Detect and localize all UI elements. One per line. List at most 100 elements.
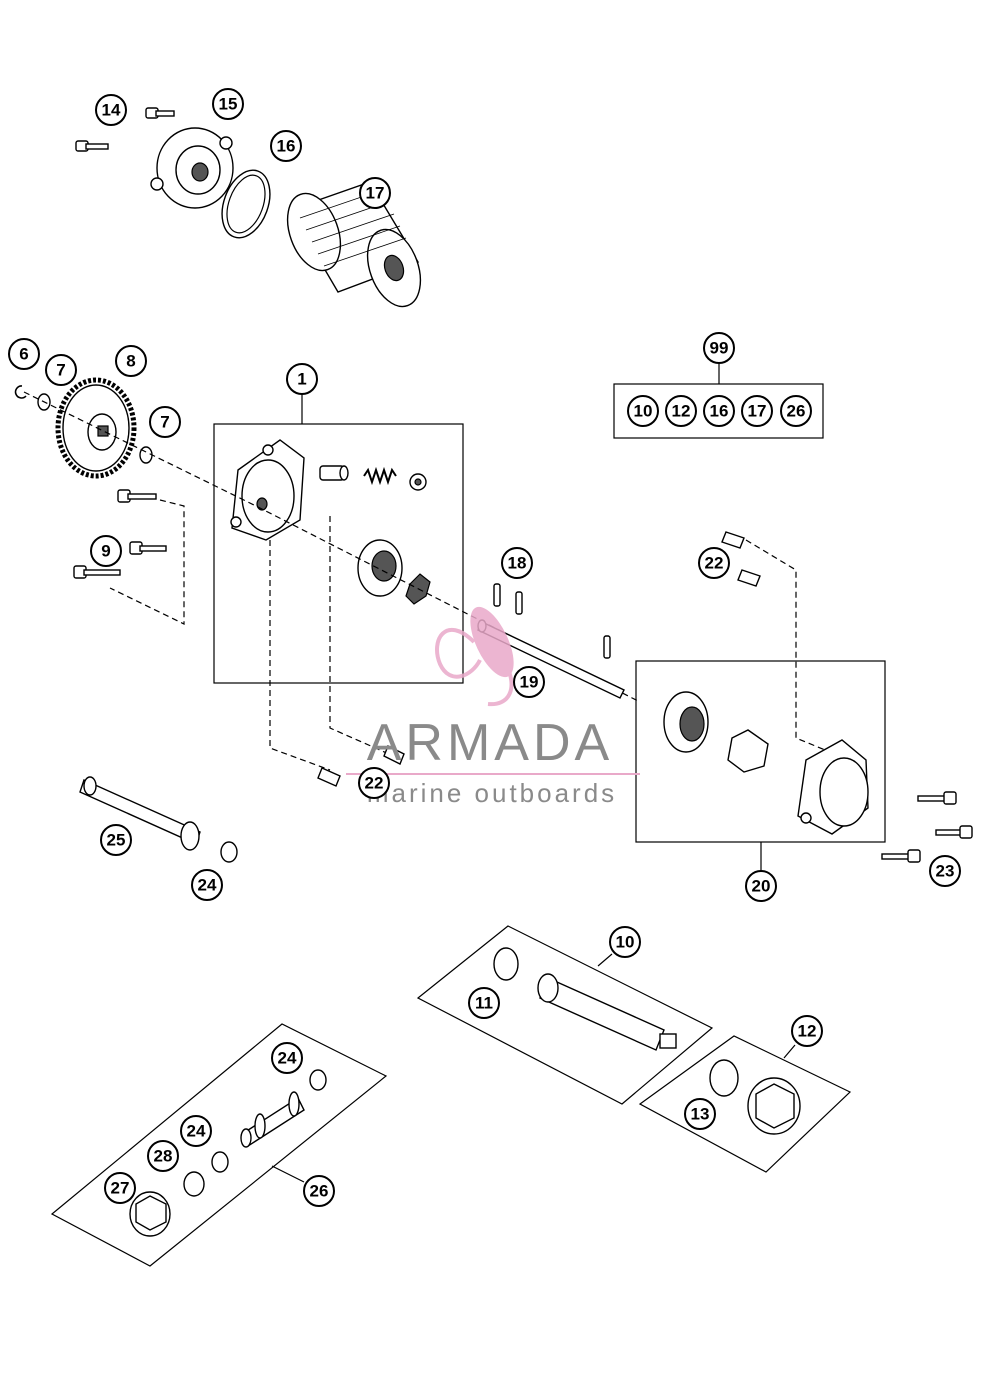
svg-text:8: 8 <box>126 352 135 371</box>
callout-6: 6 <box>8 338 40 370</box>
box-26 <box>50 1023 388 1267</box>
bolt-23b <box>935 825 973 839</box>
svg-text:11: 11 <box>475 994 493 1013</box>
bolt-14a <box>145 107 175 119</box>
filter-insert-10 <box>537 973 677 1051</box>
svg-text:16: 16 <box>710 402 729 421</box>
callout-11: 11 <box>468 987 500 1019</box>
callout-28: 28 <box>147 1140 179 1172</box>
o-ring-13 <box>709 1059 739 1097</box>
callout-20: 20 <box>745 870 777 902</box>
o-ring-24a <box>220 841 238 863</box>
watermark-tagline: marine outboards <box>367 778 617 808</box>
kit-99-item-2: 12 <box>665 395 697 427</box>
bolt-9b <box>129 541 167 555</box>
svg-text:28: 28 <box>154 1147 173 1166</box>
valve-piston <box>319 465 349 481</box>
bolt-23c <box>881 849 921 863</box>
callout-25: 25 <box>100 824 132 856</box>
valve-plug <box>409 473 427 491</box>
o-ring-11 <box>493 947 519 981</box>
callout-99: 99 <box>703 332 735 364</box>
callout-22a: 22 <box>698 547 730 579</box>
svg-text:12: 12 <box>798 1022 817 1041</box>
dowel-22c <box>721 531 745 549</box>
callout-9: 9 <box>90 535 122 567</box>
svg-text:26: 26 <box>310 1182 329 1201</box>
callout-1: 1 <box>286 363 318 395</box>
bolt-9c <box>73 565 121 579</box>
o-ring-16 <box>221 169 271 239</box>
pump-1-box <box>213 423 464 684</box>
callout-27: 27 <box>104 1172 136 1204</box>
svg-text:99: 99 <box>710 339 729 358</box>
outer-rotor-1 <box>357 539 403 597</box>
svg-text:18: 18 <box>508 554 527 573</box>
callout-7a: 7 <box>45 354 77 386</box>
svg-text:16: 16 <box>277 137 296 156</box>
callout-13: 13 <box>684 1098 716 1130</box>
callout-17: 17 <box>359 177 391 209</box>
box-12 <box>638 1035 852 1173</box>
kit-99-item-5: 26 <box>780 395 812 427</box>
svg-text:23: 23 <box>936 862 955 881</box>
svg-text:17: 17 <box>748 402 767 421</box>
callout-22b: 22 <box>358 767 390 799</box>
pump-housing <box>230 439 305 541</box>
dowel-22b <box>317 767 341 787</box>
svg-text:15: 15 <box>219 95 238 114</box>
kit-99-item-3: 16 <box>703 395 735 427</box>
pin-18b <box>515 591 523 615</box>
callout-16: 16 <box>270 130 302 162</box>
screw-plug-12 <box>747 1077 801 1135</box>
kit-99-item-4: 17 <box>741 395 773 427</box>
outer-rotor-20 <box>663 691 709 753</box>
svg-text:20: 20 <box>752 877 771 896</box>
callout-19: 19 <box>513 666 545 698</box>
svg-text:10: 10 <box>634 402 653 421</box>
dowel-22a <box>383 745 405 765</box>
circlip-6 <box>14 385 27 399</box>
callout-12: 12 <box>791 1015 823 1047</box>
svg-text:7: 7 <box>160 413 169 432</box>
filter-cover-15 <box>150 127 234 209</box>
kit-99-item-1: 10 <box>627 395 659 427</box>
callout-7b: 7 <box>149 406 181 438</box>
screen-26 <box>240 1091 305 1148</box>
box-10 <box>416 925 714 1105</box>
o-ring-24c <box>211 1151 229 1173</box>
pin-18c <box>603 635 611 659</box>
svg-text:25: 25 <box>107 831 126 850</box>
callout-18: 18 <box>501 547 533 579</box>
callout-23: 23 <box>929 855 961 887</box>
svg-text:24: 24 <box>198 876 217 895</box>
svg-text:12: 12 <box>672 402 691 421</box>
bolt-23a <box>917 791 957 805</box>
screw-plug-27 <box>129 1191 171 1237</box>
svg-text:26: 26 <box>787 402 806 421</box>
svg-text:1: 1 <box>297 370 306 389</box>
callout-10: 10 <box>609 926 641 958</box>
svg-text:24: 24 <box>187 1122 206 1141</box>
svg-text:22: 22 <box>365 774 384 793</box>
svg-text:7: 7 <box>56 361 65 380</box>
svg-text:6: 6 <box>19 345 28 364</box>
oil-filter-17 <box>286 181 422 308</box>
svg-text:9: 9 <box>101 542 110 561</box>
svg-text:10: 10 <box>616 933 635 952</box>
svg-text:17: 17 <box>366 184 385 203</box>
callout-24c: 24 <box>180 1115 212 1147</box>
svg-text:27: 27 <box>111 1179 130 1198</box>
pin-18a <box>493 583 501 607</box>
svg-text:24: 24 <box>278 1049 297 1068</box>
bolt-14b <box>75 140 109 152</box>
callout-24b: 24 <box>271 1042 303 1074</box>
o-ring-28 <box>183 1171 205 1197</box>
valve-spring <box>363 466 397 486</box>
svg-text:19: 19 <box>520 673 539 692</box>
svg-text:14: 14 <box>102 101 121 120</box>
callout-15: 15 <box>212 88 244 120</box>
o-ring-24b <box>309 1069 327 1091</box>
bolt-9a <box>117 489 157 503</box>
